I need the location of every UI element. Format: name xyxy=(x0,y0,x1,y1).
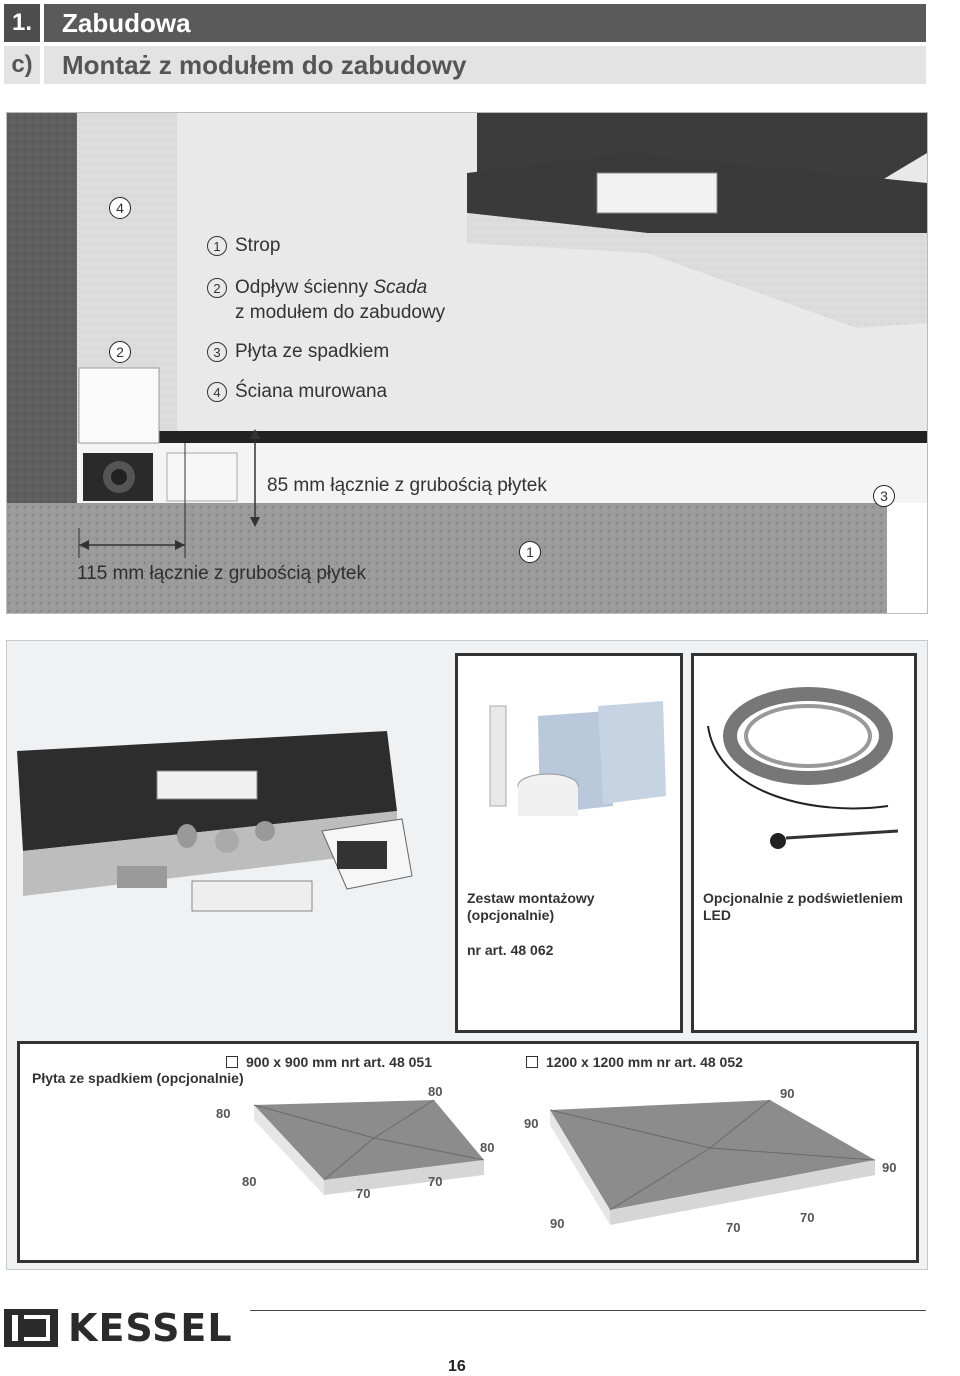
kessel-logo: KESSEL xyxy=(4,1306,233,1350)
dim-label: 80 xyxy=(242,1174,257,1189)
dim-label: 80 xyxy=(480,1140,495,1155)
checkbox-1200[interactable] xyxy=(526,1056,538,1068)
mounting-kit-article: nr art. 48 062 xyxy=(467,942,554,958)
dim-label: 70 xyxy=(800,1210,815,1225)
subsection-title: Montaż z modułem do zabudowy xyxy=(44,46,926,84)
dimension-vertical: 85 mm łącznie z grubością płytek xyxy=(267,475,547,496)
footer-divider xyxy=(250,1310,926,1311)
dim-label: 70 xyxy=(428,1174,443,1189)
section-title: Zabudowa xyxy=(44,4,926,42)
subsection-letter: c) xyxy=(4,46,40,84)
dim-label: 90 xyxy=(780,1086,795,1101)
mounting-kit-illustration xyxy=(489,701,666,816)
dim-label: 90 xyxy=(550,1216,565,1231)
section-header: 1. Zabudowa xyxy=(4,4,926,42)
dim-label: 80 xyxy=(216,1106,231,1121)
legend-item-plyta: 3 Płyta ze spadkiem xyxy=(207,341,389,363)
led-label: Opcjonalnie z podświetleniem LED xyxy=(703,890,903,923)
led-box: Opcjonalnie z podświetleniem LED xyxy=(691,653,917,1033)
diagram-drawing xyxy=(7,113,927,613)
plate-900-drawing xyxy=(253,1099,485,1195)
marker-1: 1 xyxy=(519,541,541,563)
products-panel: Zestaw montażowy (opcjonalnie) nr art. 4… xyxy=(6,640,928,1270)
dim-label: 70 xyxy=(726,1220,741,1235)
plate-option-1200[interactable]: 1200 x 1200 mm nr art. 48 052 xyxy=(526,1054,743,1070)
drain-kit-illustration xyxy=(17,731,413,912)
brand-name: KESSEL xyxy=(68,1306,233,1350)
plate-1200-drawing xyxy=(549,1099,876,1225)
mounting-kit-label: Zestaw montażowy (opcjonalnie) xyxy=(467,890,595,923)
marker-3: 3 xyxy=(873,485,895,507)
dim-label: 70 xyxy=(356,1186,371,1201)
section-number: 1. xyxy=(4,4,40,42)
legend-item-sciana: 4 Ściana murowana xyxy=(207,381,387,403)
legend-item-odplyw: 2 Odpływ ścienny Scada z modułem do zabu… xyxy=(207,275,445,325)
kessel-logo-mark xyxy=(4,1309,58,1347)
led-cable-illustration xyxy=(707,687,899,849)
dimension-horizontal: 115 mm łącznie z grubością płytek xyxy=(77,563,366,584)
page-number: 16 xyxy=(448,1358,466,1375)
legend-item-strop: 1 Strop xyxy=(207,235,280,257)
dim-label: 90 xyxy=(882,1160,897,1175)
marker-4: 4 xyxy=(109,197,131,219)
installation-diagram: 4 2 3 1 1 Strop 2 Odpływ ścienny Scada z… xyxy=(6,112,928,614)
marker-2: 2 xyxy=(109,341,131,363)
plate-label: Płyta ze spadkiem (opcjonalnie) xyxy=(32,1070,244,1086)
dim-label: 90 xyxy=(524,1116,539,1131)
plate-option-900[interactable]: 900 x 900 mm nrt art. 48 051 xyxy=(226,1054,432,1070)
checkbox-900[interactable] xyxy=(226,1056,238,1068)
dim-label: 80 xyxy=(428,1084,443,1099)
subsection-header: c) Montaż z modułem do zabudowy xyxy=(4,46,926,84)
plate-options-box: Płyta ze spadkiem (opcjonalnie) 900 x 90… xyxy=(17,1041,919,1263)
mounting-kit-box: Zestaw montażowy (opcjonalnie) nr art. 4… xyxy=(455,653,683,1033)
